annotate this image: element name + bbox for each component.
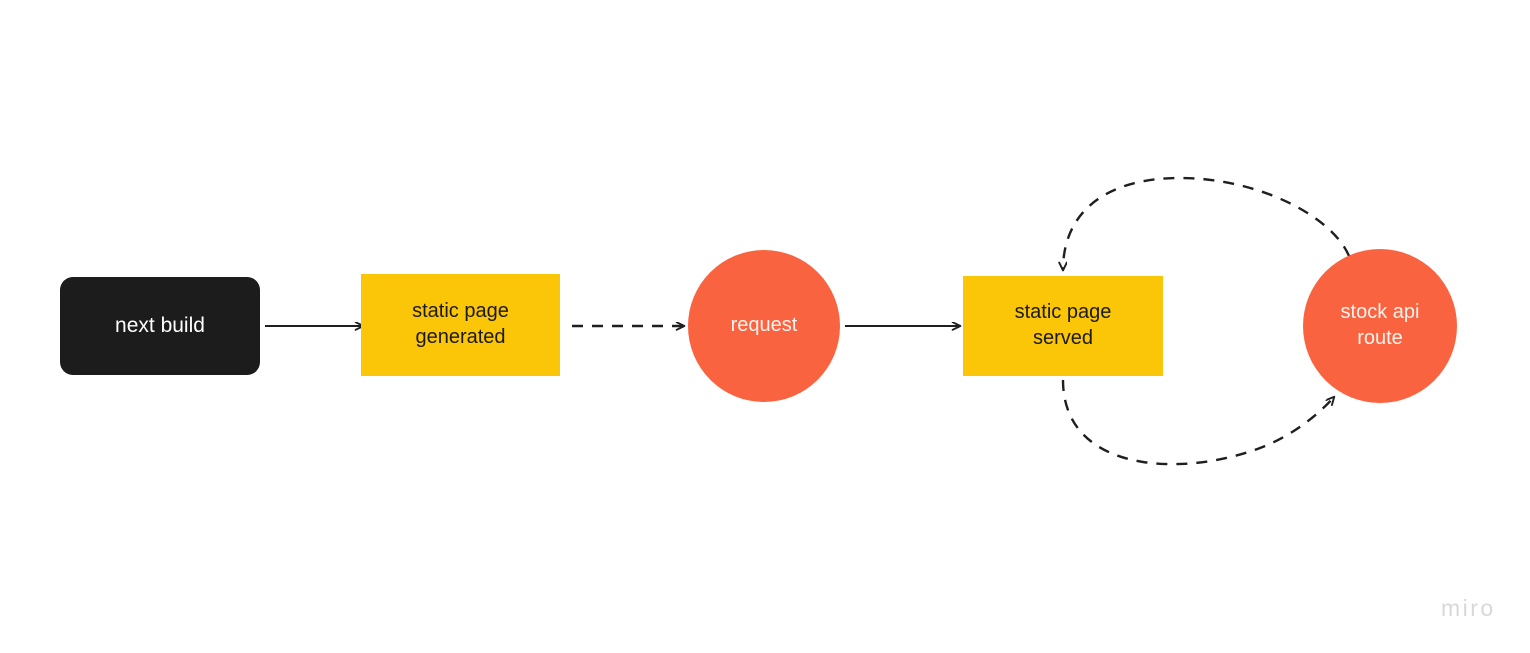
node-next-build-label: next build bbox=[115, 313, 205, 337]
miro-watermark: miro bbox=[1441, 595, 1496, 621]
node-request-label: request bbox=[730, 314, 798, 337]
node-static-page-generated-label: static page generated bbox=[412, 300, 509, 348]
node-request[interactable]: request bbox=[688, 250, 840, 402]
node-static-page-generated[interactable]: static page generated bbox=[361, 274, 560, 376]
node-next-build[interactable]: next build bbox=[60, 277, 260, 375]
node-static-page-served[interactable]: static page served bbox=[963, 276, 1163, 376]
node-static-page-served-label: static page served bbox=[1014, 301, 1112, 349]
edge-stock-api-route-to-static-page-served bbox=[1063, 176, 1351, 270]
node-stock-api-route[interactable]: stock api route bbox=[1303, 249, 1457, 403]
edge-static-page-served-to-stock-api-route bbox=[1061, 379, 1334, 466]
node-stock-api-route-label: stock api route bbox=[1340, 301, 1420, 349]
